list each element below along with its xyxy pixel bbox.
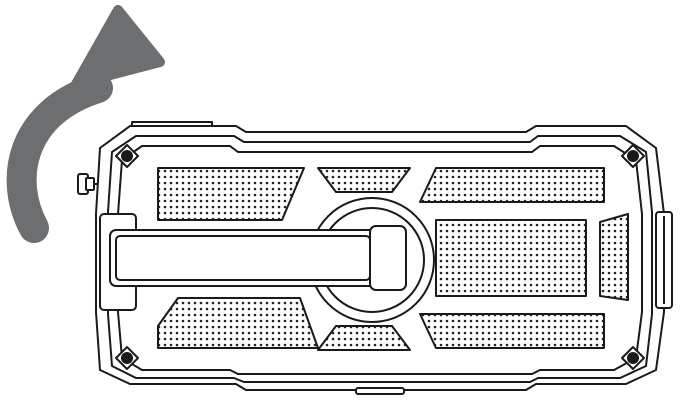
speaker-grilles (157, 167, 629, 351)
screw-icon (115, 144, 645, 370)
side-knob (77, 173, 100, 195)
crank-handle (109, 225, 407, 291)
grille-bottom-left (157, 297, 319, 349)
grille-bottom-right (419, 313, 605, 349)
curved-arrow-icon (6, 5, 165, 243)
grille-bottom-center (317, 325, 411, 351)
grille-top-right (419, 167, 605, 203)
grille-top-center (317, 167, 411, 193)
grille-right-center (435, 219, 587, 297)
right-side-panel (655, 211, 673, 309)
bottom-foot (355, 387, 405, 395)
grille-top-left (157, 167, 305, 221)
grille-far-right (599, 213, 629, 301)
